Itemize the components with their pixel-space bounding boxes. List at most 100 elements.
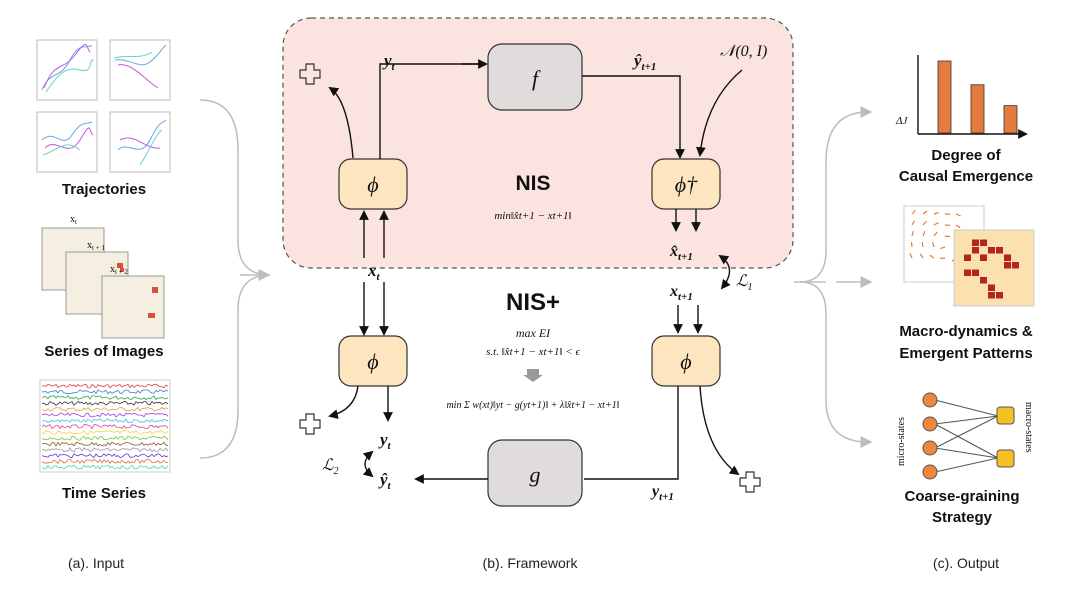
macro-label-2: Emergent Patterns [899, 345, 1032, 362]
pattern-cell [1004, 262, 1011, 269]
yt-label: yt [382, 51, 396, 73]
vector-arrow [955, 224, 961, 229]
pattern-cell [972, 239, 979, 246]
phi-encoder-nisplus [338, 335, 408, 387]
vector-arrow [919, 253, 924, 259]
time-series-line [41, 406, 169, 412]
macro-states-label: macro-states [1023, 402, 1034, 453]
cg-label-1: Coarse-graining [904, 488, 1019, 505]
vector-arrow [922, 220, 927, 226]
macro-dynamics-images [903, 205, 1035, 307]
phi-label-nisplus-right: ϕ [680, 349, 691, 374]
pattern-cell [1012, 262, 1019, 269]
arrow-discard-right [699, 385, 740, 476]
image-label-t: xt [70, 214, 77, 226]
arrow-discard-left [328, 385, 359, 419]
nis-title: NIS [515, 172, 550, 195]
micro-node [922, 416, 938, 432]
time-series-line [41, 412, 169, 418]
phi-label-nis: ϕ [367, 172, 378, 197]
f-function-box [487, 43, 583, 111]
time-series-plot [39, 379, 171, 473]
input-brace [199, 99, 271, 459]
image-label-t2: xt + 2 [110, 264, 128, 276]
yt1-low-label: yt+1 [650, 483, 674, 503]
framework-panel: f ϕ ϕ† NIS min‖x̂t+1 − xt+1‖ yt ŷt+1 𝒩(0… [282, 17, 794, 571]
nis-objective: min‖x̂t+1 − xt+1‖ [494, 210, 571, 222]
vector-arrow [922, 231, 926, 237]
vector-arrow [910, 241, 913, 248]
time-series-line [42, 383, 169, 389]
macro-label-1: Macro-dynamics & [899, 323, 1033, 340]
image-label-t1: xt + 1 [87, 240, 105, 252]
vector-arrow [933, 231, 938, 237]
vector-arrow [911, 230, 914, 237]
input-panel: Trajectories xt xt + 1 xt + 2 Series of … [36, 39, 271, 571]
time-series-line [41, 441, 169, 447]
vector-arrow [944, 235, 951, 238]
xt-label: xt [367, 261, 381, 283]
images-label: Series of Images [44, 343, 163, 360]
output-panel: ΔJ Degree of Causal Emergence Macro-dyna… [794, 55, 1035, 571]
phi-dagger-label: ϕ† [675, 172, 698, 197]
vector-arrow [909, 253, 913, 259]
micro-node [922, 440, 938, 456]
xt1-label: xt+1 [669, 283, 693, 303]
nisplus-obj3: min Σ w(xt)‖yt − g(yt+1)‖ + λ‖x̂t+1 − xt… [446, 400, 619, 411]
pattern-cell [964, 254, 971, 261]
time-series-line [41, 429, 169, 435]
nisplus-title: NIS+ [506, 289, 560, 316]
trajectories-label: Trajectories [62, 181, 146, 198]
ce-bar [970, 84, 985, 134]
vector-arrow [921, 242, 924, 248]
ce-axis-label: ΔJ [895, 115, 908, 127]
vector-arrow [933, 222, 939, 226]
image-series: xt xt + 1 xt + 2 [41, 214, 165, 339]
ce-label-2: Causal Emergence [899, 168, 1033, 185]
arrow-f-to-phidagger [582, 75, 685, 159]
timeseries-label: Time Series [62, 485, 146, 502]
g-function-box [487, 439, 583, 507]
time-series-line [41, 395, 169, 401]
pattern-cell [972, 269, 979, 276]
L2-label: ℒ2 [322, 457, 339, 477]
nisplus-obj2: s.t. ‖x̂t+1 − xt+1‖ < ϵ [486, 346, 580, 358]
time-series-line [41, 447, 169, 453]
pattern-cell [964, 269, 971, 276]
vector-arrow [940, 246, 946, 250]
pattern-cell [988, 247, 995, 254]
pattern-cell [980, 277, 987, 284]
macro-node [996, 449, 1015, 468]
g-label: g [530, 462, 541, 487]
pattern-cell [980, 239, 987, 246]
yhat-t1-label: ŷt+1 [632, 51, 656, 73]
output-caption: (c). Output [933, 555, 999, 571]
phi-encoder-nis [338, 158, 408, 210]
coarse-graining-diagram: micro-states macro-states [896, 392, 1034, 480]
time-series-line [41, 400, 169, 406]
yhat-t-label: ŷt [378, 470, 392, 492]
micro-states-label: micro-states [896, 417, 907, 466]
phi-encoder-nisplus-right [651, 335, 721, 387]
time-series-line [41, 435, 169, 441]
trajectory-thumbnails [36, 39, 171, 173]
input-caption: (a). Input [68, 555, 124, 571]
ce-label-1: Degree of [931, 147, 1001, 164]
phi-decoder-nis [651, 158, 721, 210]
arrow-noise [695, 69, 743, 157]
time-series-line [41, 464, 169, 470]
pattern-cell [972, 247, 979, 254]
ce-bar [1003, 105, 1018, 134]
xhat-t1-label: x̂t+1 [669, 243, 693, 263]
vector-arrow [911, 220, 916, 226]
micro-node [922, 464, 938, 480]
noise-label: 𝒩(0, I) [720, 43, 767, 60]
causal-emergence-chart: ΔJ [895, 55, 1028, 139]
discard-icon-top [299, 63, 321, 85]
vector-arrow [922, 210, 928, 215]
vector-arrow [911, 209, 916, 215]
micro-node [922, 392, 938, 408]
image-frame-3 [101, 275, 165, 339]
framework-caption: (b). Framework [483, 555, 579, 571]
